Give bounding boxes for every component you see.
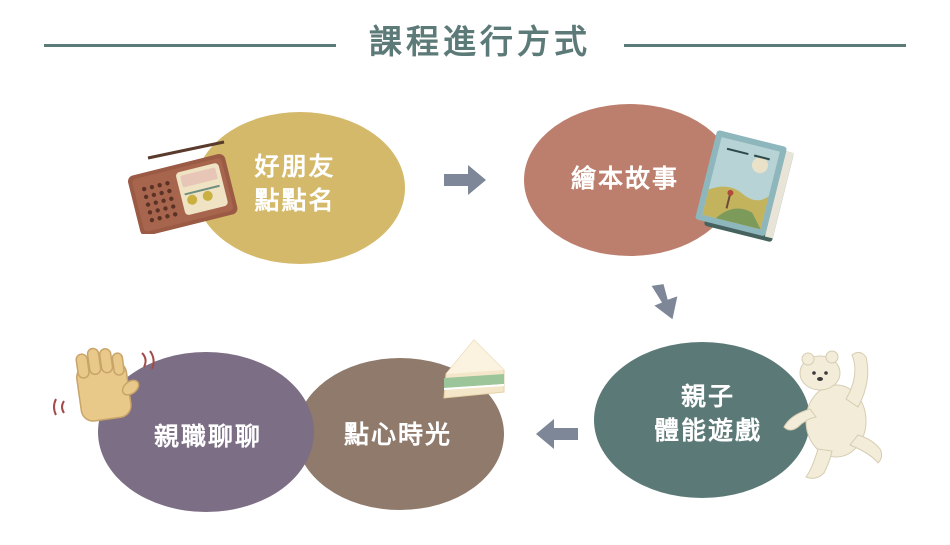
step-label-picture-book: 繪本故事 <box>570 164 679 193</box>
step-blob-physical-games <box>594 342 810 498</box>
step-blob-parenting-chat <box>98 352 314 512</box>
title-divider-right <box>624 44 906 47</box>
arrow-left <box>536 419 578 449</box>
page-title: 課程進行方式 <box>369 22 591 61</box>
waving-hand-icon <box>53 347 155 422</box>
arrow-down <box>651 284 678 320</box>
step-label-snack-time: 點心時光 <box>343 420 452 449</box>
sandwich-icon <box>443 339 505 399</box>
step-blob-picture-book <box>524 104 736 256</box>
picture-book-icon <box>695 130 794 242</box>
step-label-roll-call: 好朋友 點點名 <box>254 152 336 215</box>
polar-bear-icon <box>783 350 883 479</box>
arrow-right <box>444 165 486 195</box>
step-blob-roll-call <box>195 112 405 264</box>
step-label-physical-games: 親子 體能遊戲 <box>653 382 762 445</box>
radio-icon <box>127 140 238 234</box>
step-label-parenting-chat: 親職聊聊 <box>153 422 262 451</box>
title-divider-left <box>44 44 336 47</box>
